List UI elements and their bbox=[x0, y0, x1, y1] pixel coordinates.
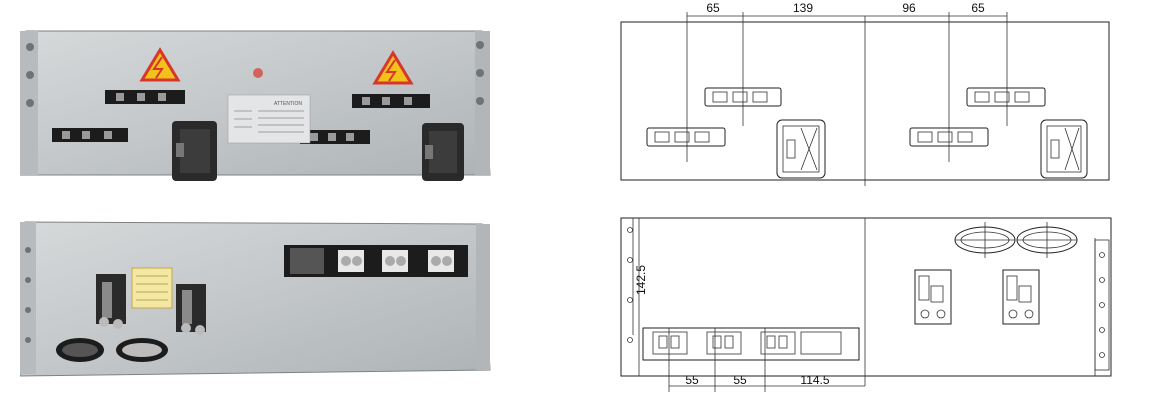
terminal-outline bbox=[704, 87, 782, 107]
cable-gland-outline bbox=[1016, 222, 1078, 258]
warning-triangle-left bbox=[139, 47, 181, 82]
dimension-label: 114.5 bbox=[800, 373, 829, 387]
cable-gland bbox=[56, 338, 104, 362]
power-connector bbox=[176, 284, 206, 335]
terminal-strip bbox=[105, 90, 185, 104]
attention-label: ATTENTION bbox=[227, 94, 311, 144]
terminal-strip bbox=[52, 128, 128, 142]
terminal-block bbox=[284, 245, 468, 277]
bottom-view-drawing: 142.5 55 55 114.5 bbox=[615, 210, 1120, 405]
multi-pin-connector bbox=[172, 121, 217, 181]
panel-outline bbox=[620, 217, 1112, 377]
terminal-outline bbox=[966, 87, 1046, 107]
power-connector-outline bbox=[914, 269, 952, 325]
dimension-label: 65 bbox=[706, 1, 720, 15]
dimension-label: 55 bbox=[733, 373, 747, 387]
multi-pin-connector bbox=[422, 123, 464, 181]
connector-outline bbox=[776, 119, 826, 179]
terminal-strip bbox=[352, 94, 430, 108]
top-panel-photo: ATTENTION bbox=[19, 25, 495, 185]
label-sticker bbox=[131, 267, 173, 309]
dimension-label: 96 bbox=[902, 1, 916, 15]
cable-gland bbox=[116, 338, 168, 362]
dimension-label: 142.5 bbox=[634, 265, 648, 295]
dimension-label: 65 bbox=[971, 1, 985, 15]
connector-outline bbox=[1040, 119, 1088, 179]
terminal-outline bbox=[646, 127, 726, 147]
terminal-strip bbox=[300, 130, 370, 144]
dimension-label: 139 bbox=[793, 1, 813, 15]
power-connector-outline bbox=[1002, 269, 1040, 325]
power-connector bbox=[96, 274, 126, 329]
top-view-drawing: 65 139 96 65 bbox=[615, 0, 1115, 190]
warning-triangle-right bbox=[372, 50, 414, 85]
terminal-outline bbox=[909, 127, 989, 147]
terminal-block-outline bbox=[642, 327, 860, 361]
cable-gland-outline bbox=[954, 222, 1016, 258]
bottom-panel-photo bbox=[19, 220, 495, 380]
svg-text:ATTENTION: ATTENTION bbox=[274, 101, 302, 107]
dimension-label: 55 bbox=[685, 373, 699, 387]
